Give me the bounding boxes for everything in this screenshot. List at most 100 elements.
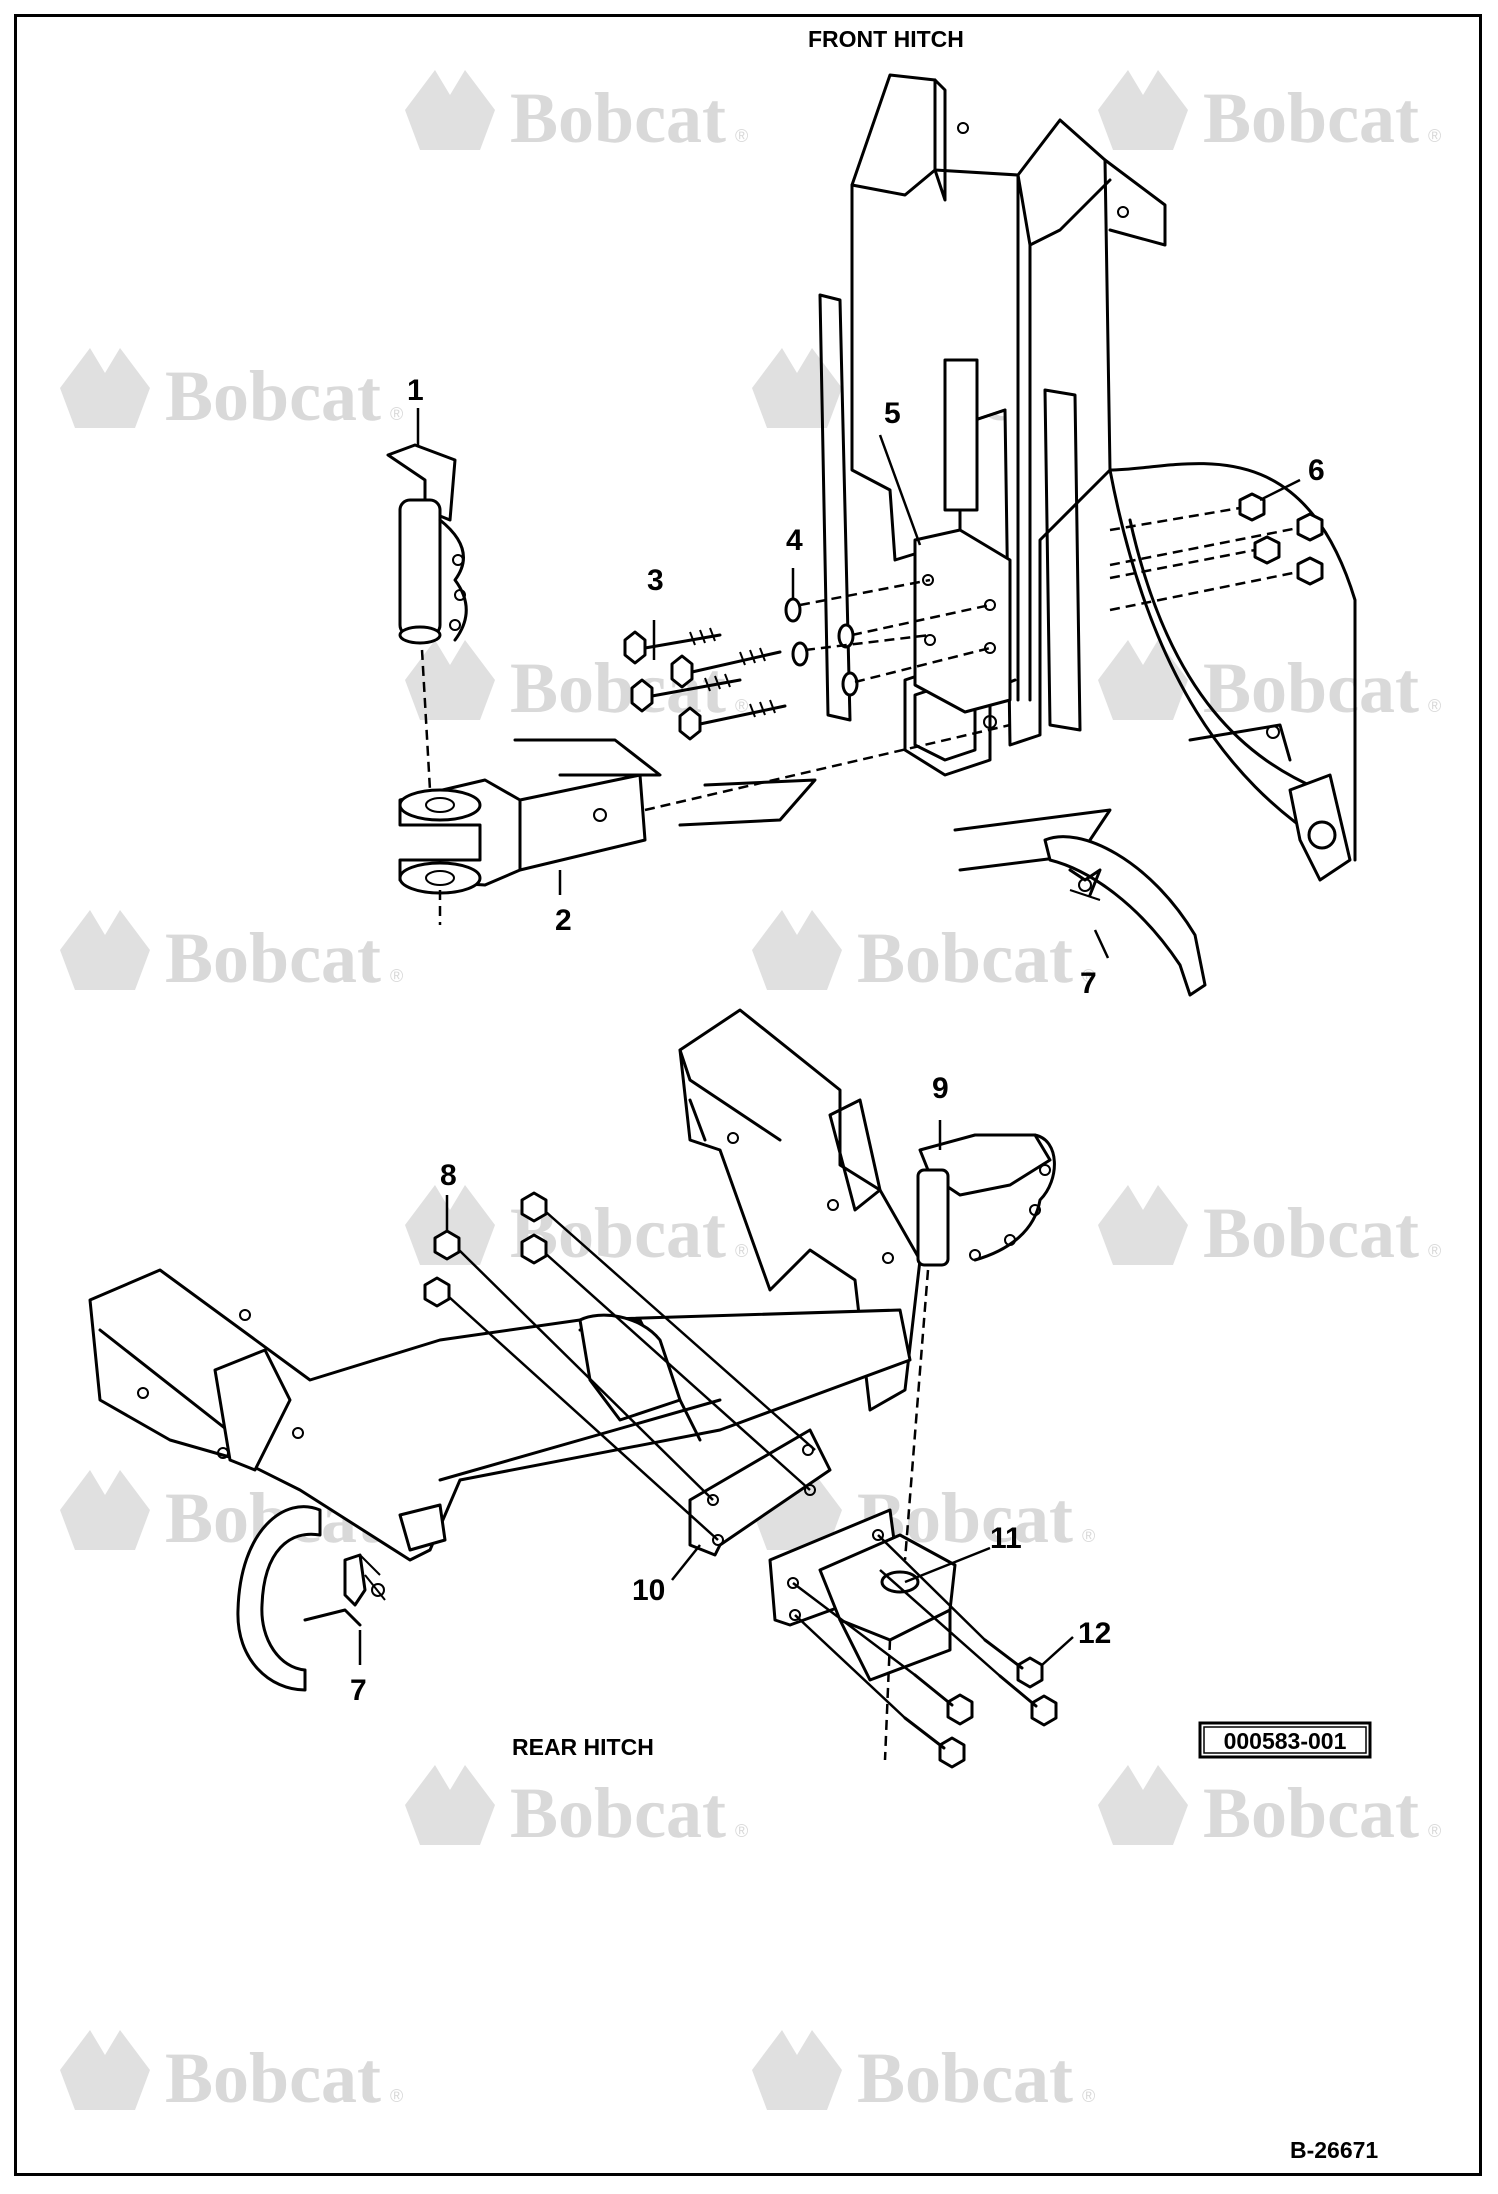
watermark-14: Bobcat ® [1098,1765,1441,1853]
watermark-reg-mark: ® [1428,696,1441,716]
watermark-1: Bobcat ® [405,70,748,158]
bobcat-logo-icon [1098,1185,1188,1265]
watermark-text: Bobcat [1203,1193,1419,1273]
page-frame [14,14,1482,2176]
bobcat-logo-icon [752,910,842,990]
watermark-reg-mark: ® [390,404,403,424]
watermark-text: Bobcat [1203,1773,1419,1853]
bolts-3 [623,627,787,741]
drawbar-clevis-2 [398,723,1112,925]
watermark-reg-mark: ® [735,1241,748,1261]
bobcat-logo-icon [60,348,150,428]
safety-handle-7-rear [236,1505,386,1692]
callout-1: 1 [407,374,424,407]
watermark-text: Bobcat [857,2038,1073,2118]
bobcat-logo-icon [60,2030,150,2110]
rear-bracket-left [213,1348,292,1472]
watermark-reg-mark: ® [1082,1526,1095,1546]
bolt [998,1674,1058,1727]
bolt [913,1673,974,1726]
bobcat-logo-icon [60,1470,150,1550]
watermark-reg-mark: ® [1082,2086,1095,2106]
rear-hitch-assembly [88,1008,1058,1769]
front-hitch-title: FRONT HITCH [808,26,964,52]
bobcat-logo-icon [1098,1765,1188,1845]
watermark-reg-mark: ® [735,126,748,146]
callout-7-rear: 7 [350,1674,367,1707]
watermark-text: Bobcat [1203,78,1419,158]
frame-slot-plate [943,358,979,512]
watermark-reg-mark: ® [735,696,748,716]
watermark-reg-mark: ® [1428,1241,1441,1261]
rear-bolts-12 [903,1638,1058,1769]
bobcat-logo-icon [752,348,842,428]
loader-front-frame [818,73,1280,747]
watermark-text: Bobcat [510,1773,726,1853]
watermark-reg-mark: ® [735,1821,748,1841]
drawing-number: B-26671 [1290,2137,1378,2163]
watermark-8: Bobcat ® [752,910,1095,998]
watermark-reg-mark: ® [1082,966,1095,986]
watermark-9: Bobcat ® [405,1185,748,1273]
watermark-16: Bobcat ® [752,2030,1095,2118]
watermark-3: Bobcat ® [60,348,403,436]
watermark-reg-mark: ® [390,966,403,986]
callout-8: 8 [440,1159,457,1192]
bolt [678,699,787,741]
watermark-reg-mark: ® [1428,126,1441,146]
bobcat-logo-icon [405,70,495,150]
rear-hitch-title: REAR HITCH [512,1734,654,1760]
watermark-2: Bobcat ® [1098,70,1441,158]
bolt [983,1638,1044,1689]
watermark-text: Bobcat [510,78,726,158]
rear-nuts-8 [423,1191,548,1308]
leader-lines [358,408,1301,1666]
bobcat-logo-icon [405,1765,495,1845]
callout-9: 9 [932,1072,949,1105]
bolt [670,647,782,689]
hitch-pin-1 [386,443,468,791]
callout-12: 12 [1078,1617,1111,1650]
watermark-reg-mark: ® [1428,1821,1441,1841]
bobcat-logo-icon [1098,640,1188,720]
watermark-text: Bobcat [857,918,1073,998]
bolt [903,1716,966,1769]
bolt [623,627,722,665]
watermark-15: Bobcat ® [60,2030,403,2118]
safety-handle-7-front [1043,835,1207,997]
bobcat-logo-icon [752,2030,842,2110]
fender-guard [1108,462,1357,882]
bolt [630,673,742,713]
nuts-6 [1238,492,1324,586]
callout-4: 4 [786,524,803,557]
bobcat-logo-icon [405,640,495,720]
mounting-plate-5 [913,528,1012,714]
watermark-text: Bobcat [165,2038,381,2118]
watermark-10: Bobcat ® [1098,1185,1441,1273]
rear-receiver-11 [768,1508,957,1682]
watermark-text: Bobcat [165,356,381,436]
part-code: 000583-001 [1224,1728,1347,1754]
watermark-text: Bobcat [165,918,381,998]
watermark-6: Bobcat ® [1098,640,1441,728]
callout-3: 3 [647,564,664,597]
callout-7-front: 7 [1080,967,1097,1000]
watermark-7: Bobcat ® [60,910,403,998]
rear-hitch-pin-9 [903,1133,1056,1561]
bobcat-logo-icon [405,1185,495,1265]
callout-11: 11 [990,1522,1022,1555]
part-code-box: 000583-001 [1198,1721,1372,1759]
bobcat-logo-icon [1098,70,1188,150]
rear-mounting-plate-10 [688,1428,832,1557]
callout-6: 6 [1308,454,1325,487]
callout-5: 5 [884,397,901,430]
callout-10: 10 [632,1574,665,1607]
bobcat-logo-icon [60,910,150,990]
callout-2: 2 [555,904,572,937]
callout-labels: 1 2 3 4 5 6 7 8 9 10 11 12 7 [350,374,1325,1707]
watermark-text: Bobcat [1203,648,1419,728]
washers-4 [784,597,859,697]
watermark-13: Bobcat ® [405,1765,748,1853]
front-hitch-assembly [386,73,1357,997]
